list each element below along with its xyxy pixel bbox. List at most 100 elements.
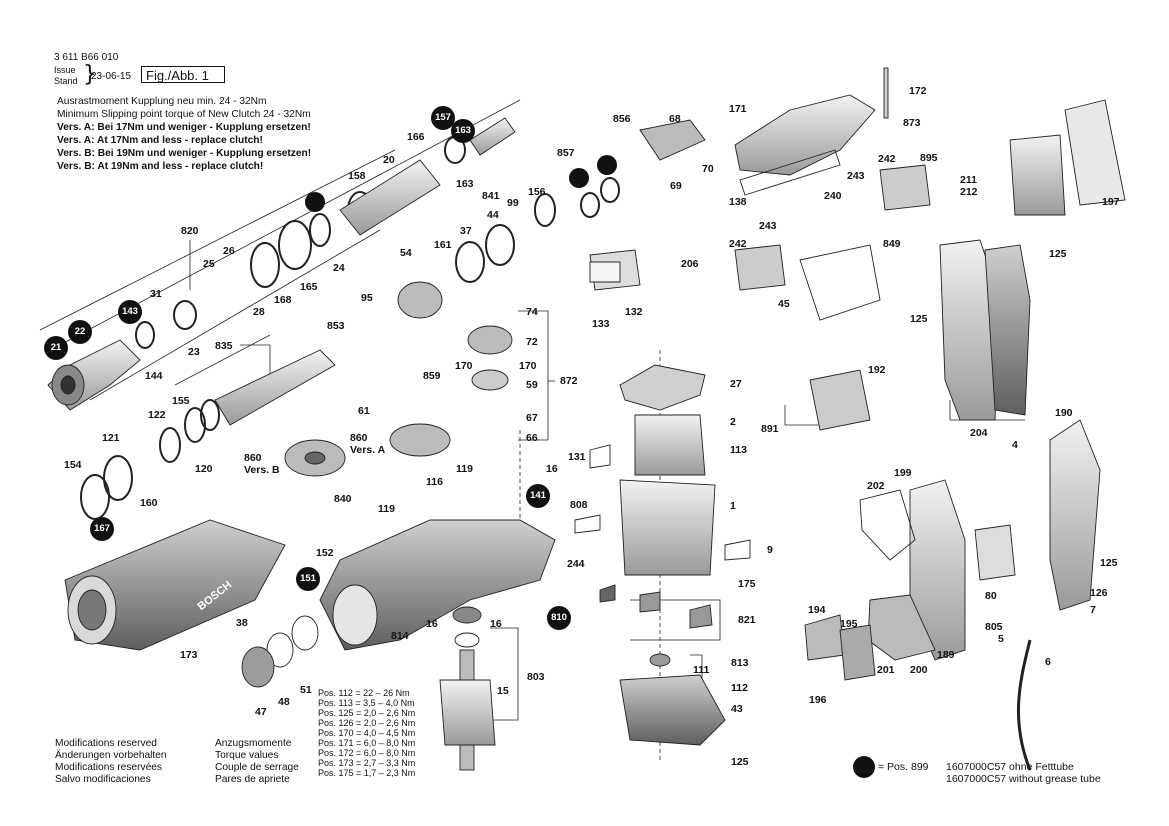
document-number: 3 611 B66 010: [54, 52, 119, 63]
label-61: 61: [358, 405, 370, 417]
label-172: 172: [909, 85, 927, 97]
label-25: 25: [203, 258, 215, 270]
label-37: 37: [460, 225, 472, 237]
label-16: 16: [426, 618, 438, 630]
label-212: 212: [960, 186, 978, 198]
label-23: 23: [188, 346, 200, 358]
label-243: 243: [759, 220, 777, 232]
label-54: 54: [400, 247, 412, 259]
label-201: 201: [877, 664, 895, 676]
label-860: 860: [244, 452, 262, 464]
torque-value: Pos. 126 = 2,0 – 2,6 Nm: [318, 718, 416, 728]
issue-label: Issue: [54, 65, 76, 75]
label-16: 16: [546, 463, 558, 475]
label-808: 808: [570, 499, 588, 511]
label-119: 119: [378, 503, 395, 515]
torque-value: Pos. 113 = 3,5 – 4,0 Nm: [318, 698, 415, 708]
label-156: 156: [528, 186, 546, 198]
label-47: 47: [255, 706, 267, 718]
label-138: 138: [729, 196, 747, 208]
marker-167: 167: [90, 517, 114, 541]
label-841: 841: [482, 190, 500, 202]
label-44: 44: [487, 209, 499, 221]
torque-value: Pos. 171 = 6,0 – 8,0 Nm: [318, 738, 416, 748]
label-173: 173: [180, 649, 198, 661]
note-line: Vers. B: At 19Nm and less - replace clut…: [57, 161, 264, 172]
label-48: 48: [278, 696, 290, 708]
legend-line-2: 1607000C57 without grease tube: [946, 773, 1101, 785]
torque-value: Pos. 170 = 4,0 – 4,5 Nm: [318, 728, 416, 738]
label-168: 168: [274, 294, 292, 306]
label-840: 840: [334, 493, 352, 505]
label-24: 24: [333, 262, 345, 274]
label-195: 195: [840, 618, 858, 630]
legend-symbol-text: = Pos. 899: [878, 761, 929, 773]
modification-line: Salvo modificaciones: [55, 774, 151, 785]
label-67: 67: [526, 412, 538, 424]
label-112: 112: [731, 682, 748, 694]
label-7: 7: [1090, 604, 1096, 616]
torque-value: Pos. 175 = 1,7 – 2,3 Nm: [318, 768, 416, 778]
note-line: Vers. A: Bei 17Nm und weniger - Kupplung…: [57, 122, 311, 133]
label-859: 859: [423, 370, 441, 382]
label-190: 190: [1055, 407, 1073, 419]
label-202: 202: [867, 480, 885, 492]
note-line: Minimum Slipping point torque of New Clu…: [57, 109, 311, 120]
label-821: 821: [738, 614, 756, 626]
label-197: 197: [1102, 196, 1120, 208]
label-74: 74: [526, 306, 538, 318]
label-9: 9: [767, 544, 773, 556]
label-43: 43: [731, 703, 743, 715]
label-72: 72: [526, 336, 538, 348]
label-206: 206: [681, 258, 699, 270]
label-6: 6: [1045, 656, 1051, 668]
marker-141: 141: [526, 484, 550, 508]
torque-header: Pares de apriete: [215, 774, 290, 785]
marker-21: 21: [44, 336, 68, 360]
label-16: 16: [490, 618, 502, 630]
label-165: 165: [300, 281, 318, 293]
issue-date: 23-06-15: [91, 71, 132, 82]
label-133: 133: [592, 318, 610, 330]
label-51: 51: [300, 684, 312, 696]
label-2: 2: [730, 416, 736, 428]
label-111: 111: [693, 664, 710, 676]
label-144: 144: [145, 370, 163, 382]
label-171: 171: [729, 103, 747, 115]
label-820: 820: [181, 225, 199, 237]
label-895: 895: [920, 152, 938, 164]
label-4: 4: [1012, 439, 1018, 451]
label-69: 69: [670, 180, 682, 192]
label-121: 121: [102, 432, 120, 444]
note-line: Ausrastmoment Kupplung neu min. 24 - 32N…: [57, 96, 267, 107]
label-189: 189: [937, 649, 955, 661]
label-125: 125: [731, 756, 749, 768]
label-160: 160: [140, 497, 158, 509]
torque-header: Couple de serrage: [215, 762, 299, 773]
label-27: 27: [730, 378, 742, 390]
figure-label: Fig./Abb. 1: [141, 66, 225, 83]
label-66: 66: [526, 432, 538, 444]
label-120: 120: [195, 463, 213, 475]
label-38: 38: [236, 617, 248, 629]
torque-value: Pos. 112 = 22 – 26 Nm: [318, 688, 410, 698]
label-200: 200: [910, 664, 928, 676]
label-161: 161: [434, 239, 452, 251]
marker-899: [305, 192, 325, 212]
torque-value: Pos. 172 = 6,0 – 8,0 Nm: [318, 748, 416, 758]
label-242: 242: [729, 238, 747, 250]
label-15: 15: [497, 685, 509, 697]
label-5: 5: [998, 633, 1004, 645]
label-99: 99: [507, 197, 519, 209]
modification-line: Modifications reserved: [55, 738, 157, 749]
label-28: 28: [253, 306, 265, 318]
label-199: 199: [894, 467, 912, 479]
marker-151: 151: [296, 567, 320, 591]
label-170: 170: [519, 360, 537, 372]
label-244: 244: [567, 558, 585, 570]
legend-line-1: 1607000C57 ohne Fetttube: [946, 761, 1074, 773]
label-170: 170: [455, 360, 473, 372]
marker-22: 22: [68, 320, 92, 344]
label-59: 59: [526, 379, 538, 391]
